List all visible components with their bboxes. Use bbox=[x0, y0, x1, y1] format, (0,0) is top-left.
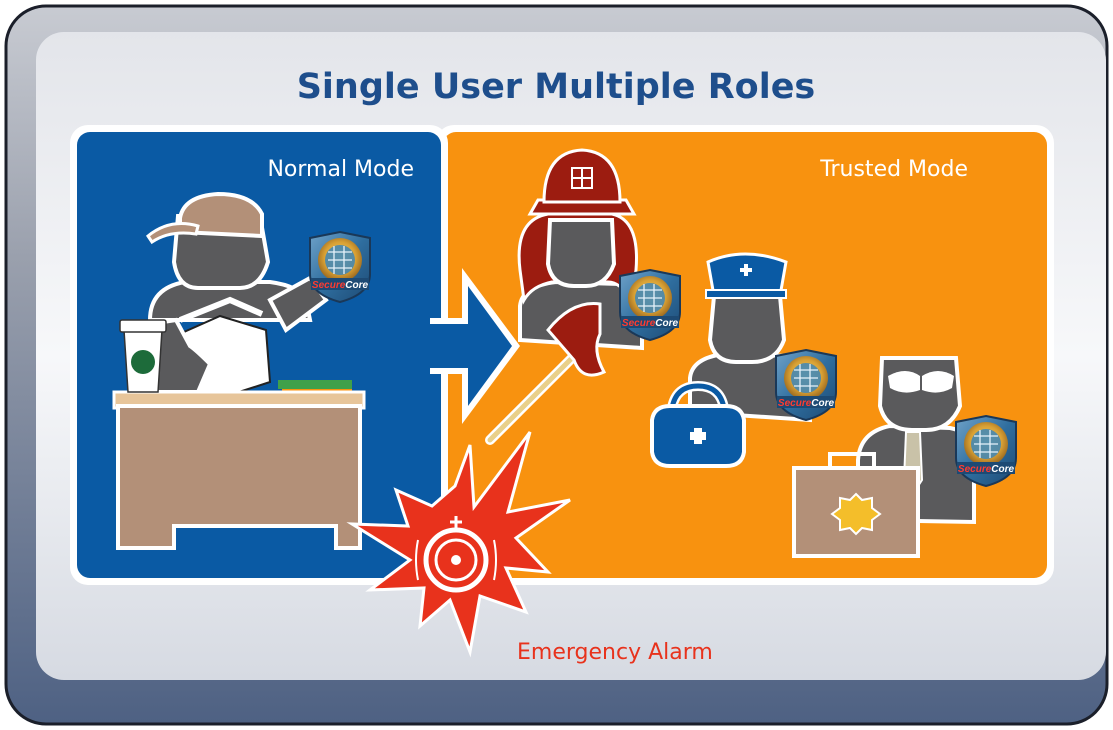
normal-mode-label: Normal Mode bbox=[267, 157, 414, 182]
medical-bag-icon bbox=[650, 380, 746, 468]
page-title: Single User Multiple Roles bbox=[297, 67, 816, 107]
alarm-label: Emergency Alarm bbox=[517, 640, 713, 665]
securecore-badge-icon bbox=[775, 349, 837, 421]
axe-icon bbox=[485, 302, 607, 445]
securecore-badge-icon bbox=[955, 415, 1017, 487]
person-desk-icon bbox=[112, 191, 366, 550]
securecore-badge-icon bbox=[309, 231, 371, 303]
alarm-burst-icon bbox=[346, 431, 571, 658]
trusted-mode-label: Trusted Mode bbox=[819, 157, 968, 182]
securecore-badge-icon bbox=[619, 269, 681, 341]
briefcase-icon bbox=[792, 452, 920, 558]
arrow-right-icon bbox=[426, 268, 520, 424]
coffee-cup-icon bbox=[119, 319, 167, 393]
